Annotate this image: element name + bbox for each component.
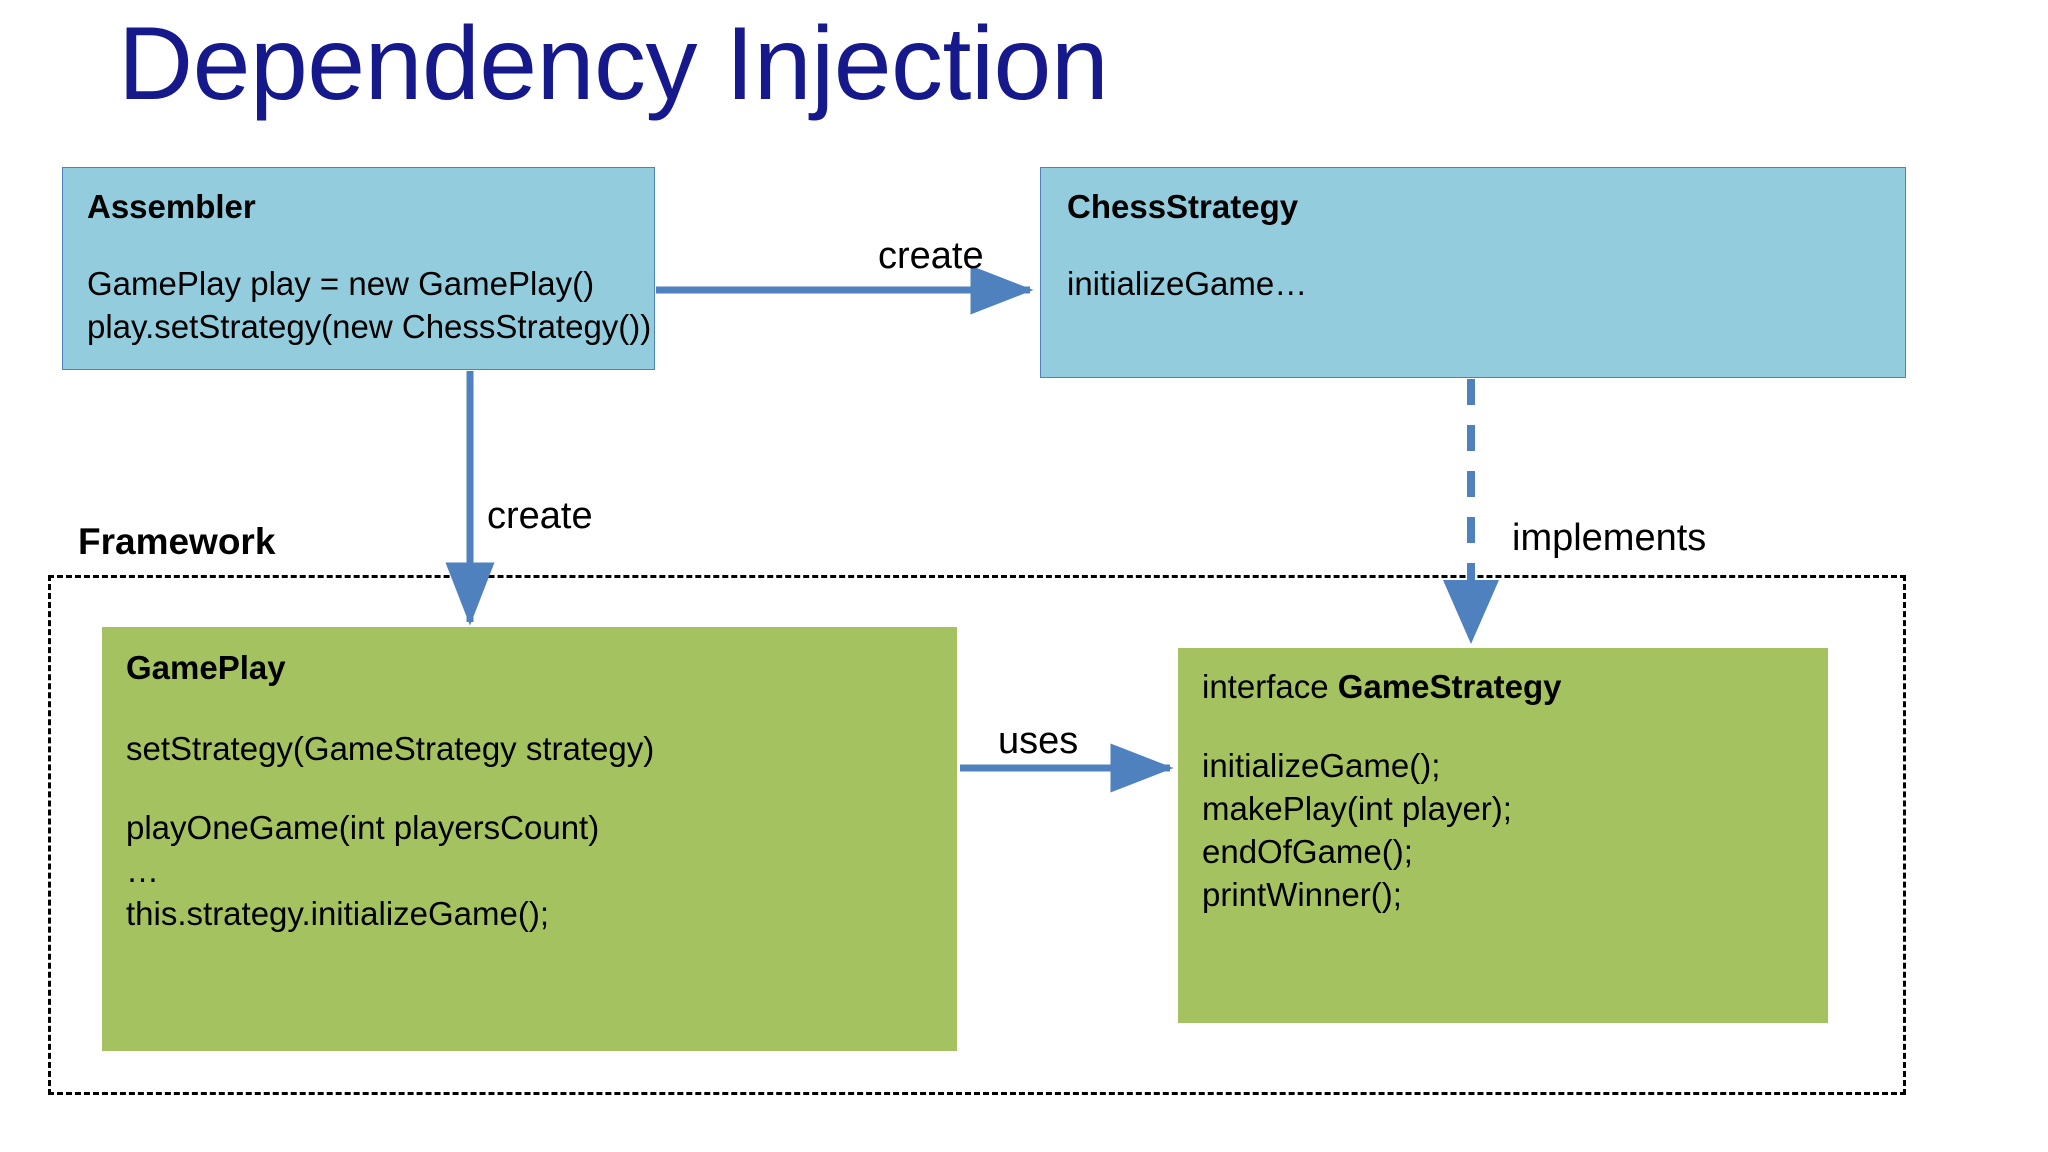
edge-label-implements: implements [1512,517,1707,559]
gamestrategy-line-1: initializeGame(); [1202,747,1441,784]
gameplay-line-4: … [126,851,159,889]
gamestrategy-title-prefix: interface [1202,668,1338,705]
class-box-gamestrategy[interactable]: interface GameStrategy initializeGame();… [1178,648,1828,1023]
page-title: Dependency Injection [118,6,1109,122]
gameplay-line-3: playOneGame(int playersCount) [126,808,600,846]
assembler-line-2: play.setStrategy(new ChessStrategy()) [87,307,652,345]
gameplay-line-2 [126,771,957,807]
assembler-line-1: GamePlay play = new GamePlay() [87,265,595,302]
chessstrategy-line-1: initializeGame… [1067,265,1308,302]
class-box-gameplay[interactable]: GamePlay setStrategy(GameStrategy strate… [102,627,957,1051]
gameplay-title: GamePlay [126,649,286,686]
gameplay-line-5: this.strategy.initializeGame(); [126,894,550,932]
framework-label: Framework [78,521,276,562]
edge-label-uses: uses [998,720,1079,762]
gamestrategy-title-name: GameStrategy [1337,668,1562,705]
gamestrategy-line-4: printWinner(); [1202,875,1402,913]
class-box-assembler[interactable]: Assembler GamePlay play = new GamePlay()… [62,167,655,370]
class-box-chessstrategy[interactable]: ChessStrategy initializeGame… [1040,167,1906,378]
gamestrategy-title: interface GameStrategy [1202,670,1828,703]
gamestrategy-line-2: makePlay(int player); [1202,789,1512,827]
edge-label-create-gameplay: create [487,495,593,537]
gamestrategy-line-3: endOfGame(); [1202,832,1413,870]
chessstrategy-title: ChessStrategy [1067,188,1299,225]
gameplay-line-1: setStrategy(GameStrategy strategy) [126,730,655,767]
framework-boundary [48,575,1906,1095]
assembler-title: Assembler [87,188,256,225]
edge-label-create-chessstrategy: create [878,235,984,277]
